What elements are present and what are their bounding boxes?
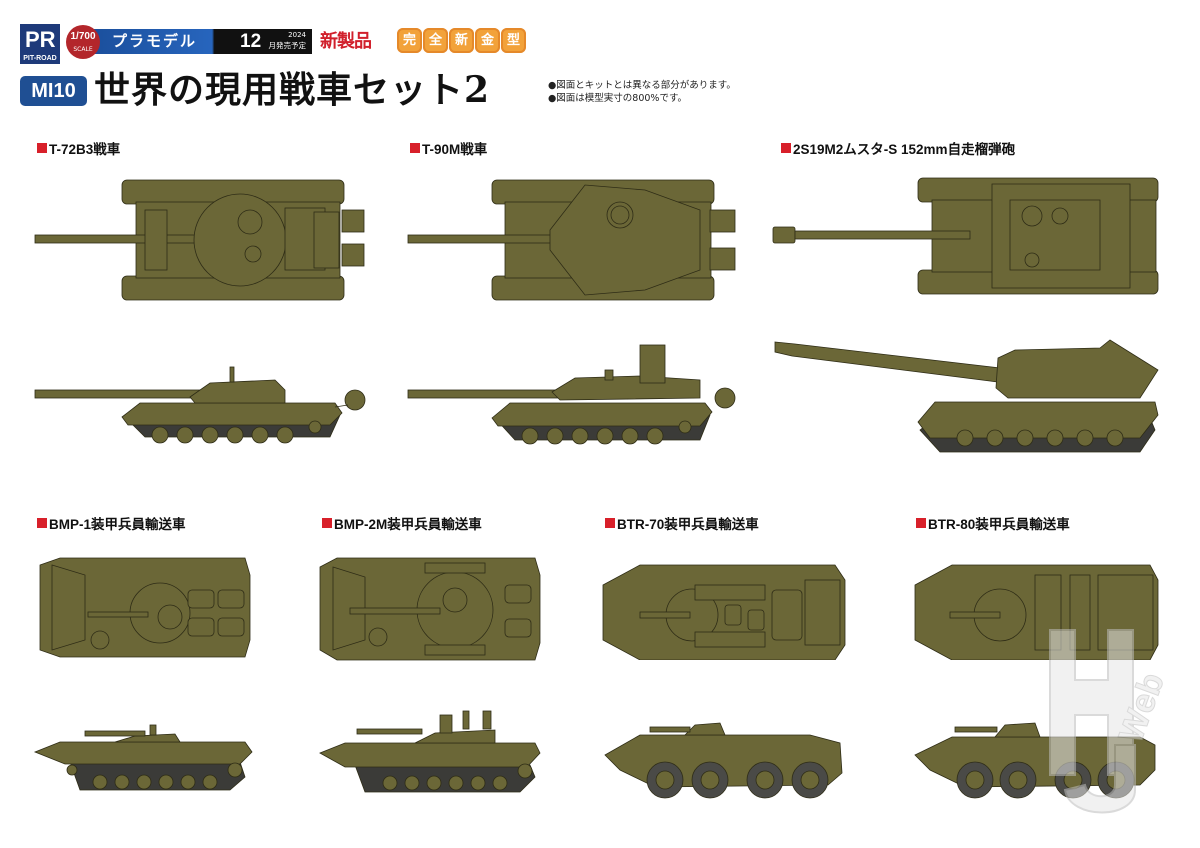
release-banner: プラモデル 12 2024 月発売予定 <box>90 29 312 54</box>
red-square-icon <box>781 143 791 153</box>
btr70-side-view <box>604 722 843 799</box>
red-square-icon <box>410 143 420 153</box>
page-header: PR PIT-ROAD 1/700 SCALE プラモデル 12 2024 月発… <box>0 0 1200 120</box>
release-month: 12 <box>240 31 262 52</box>
brand-name: PIT-ROAD <box>20 54 60 64</box>
red-square-icon <box>37 143 47 153</box>
vehicle-label-text: T-72B3戦車 <box>49 142 121 157</box>
scale-badge: 1/700 SCALE <box>66 25 100 59</box>
red-square-icon <box>37 518 47 528</box>
new-mold-char: 新 <box>449 28 474 53</box>
logo-mark: PR <box>25 27 56 52</box>
red-square-icon <box>322 518 332 528</box>
release-note: 月発売予定 <box>268 41 307 50</box>
product-code: MI10 <box>20 76 87 106</box>
page-title: 世界の現用戦車セット2 <box>94 69 491 111</box>
note-item: ●図面とキットとは異なる部分があります。 <box>548 80 736 91</box>
new-mold-badge: 完 全 新 金 型 <box>397 28 526 54</box>
vehicle-label-bmp2m: BMP-2M装甲兵員輸送車 <box>322 513 482 533</box>
btr70-top-view <box>602 564 846 660</box>
t90m-top-view <box>407 179 736 301</box>
vehicle-label-text: BMP-2M装甲兵員輸送車 <box>334 517 482 532</box>
notes: ●図面とキットとは異なる部分があります。 ●図面は模型実寸の800%です。 <box>548 79 736 105</box>
kit-type: プラモデル <box>112 32 198 50</box>
vehicle-label-text: T-90M戦車 <box>422 142 488 157</box>
new-mold-char: 金 <box>475 28 500 53</box>
vehicle-label-btr80: BTR-80装甲兵員輸送車 <box>916 513 1070 533</box>
vehicle-label-text: BMP-1装甲兵員輸送車 <box>49 517 186 532</box>
vehicle-label-2s19m2: 2S19M2ムスタ-S 152mm自走榴弾砲 <box>781 138 1015 158</box>
new-mold-char: 完 <box>397 28 422 53</box>
new-mold-char: 型 <box>501 28 526 53</box>
t90m-side-view <box>407 344 736 445</box>
vehicle-label-text: BTR-70装甲兵員輸送車 <box>617 517 759 532</box>
vehicle-label-btr70: BTR-70装甲兵員輸送車 <box>605 513 759 533</box>
new-mold-char: 全 <box>423 28 448 53</box>
bmp2m-top-view <box>319 557 541 661</box>
red-square-icon <box>605 518 615 528</box>
vehicle-label-text: 2S19M2ムスタ-S 152mm自走榴弾砲 <box>793 142 1016 157</box>
t72b3-top-view <box>34 179 365 301</box>
t72b3-side-view <box>34 366 366 444</box>
vehicle-label-t90m: T-90M戦車 <box>410 138 487 158</box>
bmp2m-side-view <box>319 710 541 793</box>
vehicle-label-t72b3: T-72B3戦車 <box>37 138 120 158</box>
red-square-icon <box>916 518 926 528</box>
note-item: ●図面は模型実寸の800%です。 <box>548 93 687 104</box>
2s19m2-side-view <box>774 339 1159 453</box>
2s19m2-top-view <box>772 177 1159 295</box>
new-product-badge: 新製品 <box>320 31 372 52</box>
scale-label: SCALE <box>73 46 93 53</box>
bmp1-top-view <box>39 557 251 658</box>
hjweb-watermark: Web <box>1049 629 1170 814</box>
release-year: 2024 <box>288 31 306 39</box>
pit-road-logo: PR PIT-ROAD <box>20 24 60 64</box>
vehicle-label-text: BTR-80装甲兵員輸送車 <box>928 517 1070 532</box>
vehicle-label-bmp1: BMP-1装甲兵員輸送車 <box>37 513 186 533</box>
scale-value: 1/700 <box>70 31 96 42</box>
bmp1-side-view <box>33 724 253 791</box>
